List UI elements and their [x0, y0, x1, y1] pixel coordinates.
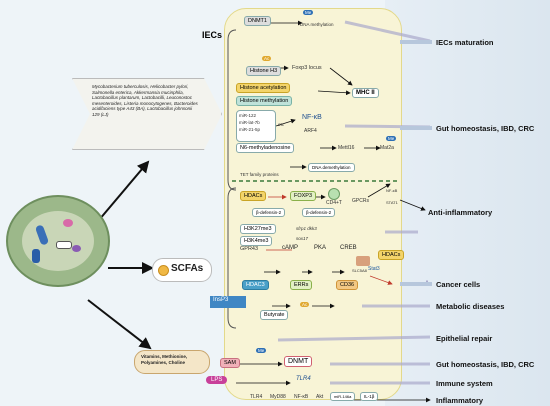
errs-node: ERRs [290, 280, 313, 290]
h3k4-node: H3K4me3 [240, 236, 273, 246]
bdefensin-node-1: β-defensin-2 [252, 208, 286, 217]
n6-node: N6-methyladenosine [236, 143, 295, 153]
dna-demethylation-node: DNA demethylation [308, 163, 355, 172]
tlr4-label: TLR4 [250, 394, 263, 400]
tlr4-node-top: TLR4 [296, 376, 311, 382]
mir-lat-label: miR-lat-7b [239, 120, 260, 125]
hdac3-node: HDAC3 [242, 280, 269, 290]
outcome-gut-homeostasis-2: Gut homeostasis, IBD, CRC [436, 360, 535, 369]
nfkb-label-2: NF-κB [294, 394, 309, 400]
histone-acetylation-node: Histone acetylation [236, 83, 291, 93]
slc5a8-transporter-icon [356, 256, 370, 266]
me-badge-3: Me [256, 348, 267, 353]
hdacs-node-2: HDACs [378, 250, 405, 260]
sfrp1-label: sfrp1 dkk3 [296, 226, 317, 231]
mir122-label: miR-122 [239, 113, 257, 118]
stat3-label: Stat3 [368, 266, 380, 272]
gpr43-label: GPR43 [240, 246, 259, 252]
camp-label: cAMP [282, 245, 299, 251]
me-badge: Me [303, 10, 314, 15]
foxp3-node: FOXP3 [290, 191, 317, 201]
vitamins-label: Vitamins, Methionine, Polyamines, Cholin… [141, 354, 188, 365]
myd88-label: MyD88 [270, 394, 286, 400]
foxp3-locus-label: Foxp3 locus [292, 65, 322, 71]
mir146-node: miR-146a [330, 392, 356, 401]
stat1-label: STAT1 [386, 200, 398, 205]
butyrate-node: Butyrate [260, 310, 289, 320]
cd4t-label: CD4+T [326, 200, 342, 206]
histone-h3-node: Histone H3 [246, 66, 282, 76]
arf4-label: ARF4 [304, 128, 317, 134]
histone-methylation-node: Histone methylation [236, 96, 293, 106]
dna-methylation-label: DNA methylation [300, 22, 334, 27]
hdacs-node: HDACs [240, 191, 267, 201]
ac-badge-2: Ac [300, 302, 310, 307]
etc-label: etc [278, 122, 285, 127]
bacteria-list-text: Mycobacterium tuberculosis, Helicobacter… [92, 84, 198, 117]
cd4t-cell-icon [328, 188, 340, 200]
ac-badge: Ac [262, 56, 272, 61]
outcome-cancer-cells: Cancer cells [436, 280, 481, 289]
gut-microbiota-image [6, 195, 110, 287]
panel-title: IECs [202, 30, 223, 40]
nfkb-node: NF-κB [302, 114, 322, 121]
bracket-top [227, 29, 237, 191]
lps-node: LPS [206, 376, 228, 384]
bracket-scfa [227, 187, 237, 329]
scfas-pill: SCFAs [152, 258, 212, 282]
outcome-gut-homeostasis-1: Gut homeostasis, IBD, CRC [436, 124, 535, 133]
il1b-node: IL-1β [360, 392, 379, 401]
cd36-node: CD36 [336, 280, 359, 290]
gpcrs-label: GPCRs [352, 198, 369, 204]
arrow-to-bottom [87, 299, 152, 350]
mirna-group: miR-122 miR-lat-7b miR-21-5p [236, 110, 276, 142]
me-badge-2: Me [386, 136, 397, 141]
bdefensin-node-2: β-defensin-2 [302, 208, 336, 217]
outcome-epithelial-repair: Epithelial repair [436, 334, 493, 343]
insp3-node: InsP3 [210, 296, 246, 308]
vitamins-pill: Vitamins, Methionine, Polyamines, Cholin… [134, 350, 210, 374]
outcome-metabolic-diseases: Metabolic diseases [436, 302, 505, 311]
scfas-label: SCFAs [171, 263, 204, 274]
mettl16-label: Mettl16 [338, 145, 355, 151]
dnmt1-node: DNMT1 [244, 16, 271, 26]
outcome-immune-system: Immune system [436, 379, 493, 388]
h3k27-node: H3K27me3 [240, 224, 276, 234]
nfkb-small-label: NF-κB [386, 188, 398, 193]
outcome-iecs-maturation: IECs maturation [436, 38, 494, 47]
akt-label: Akt [316, 394, 324, 400]
scfa-molecule-icon [158, 265, 169, 276]
mat2a-label: Mat2a [380, 145, 394, 151]
dnmt-node: DNMT [284, 356, 313, 367]
outcome-inflammatory: Inflammatory [436, 396, 484, 405]
slc5a8-label: SLC5A8 [352, 268, 367, 273]
outcome-anti-inflammatory: Anti-inflammatory [428, 208, 493, 217]
creb-label: CREB [340, 245, 357, 251]
sox-label: sox17 [296, 236, 309, 241]
tet-label: TET family proteins [240, 172, 279, 177]
sam-node: SAM [220, 358, 240, 368]
mhc2-node: MHC II [352, 88, 379, 98]
mir21-label: miR-21-5p [239, 127, 261, 132]
pka-label: PKA [314, 245, 327, 251]
